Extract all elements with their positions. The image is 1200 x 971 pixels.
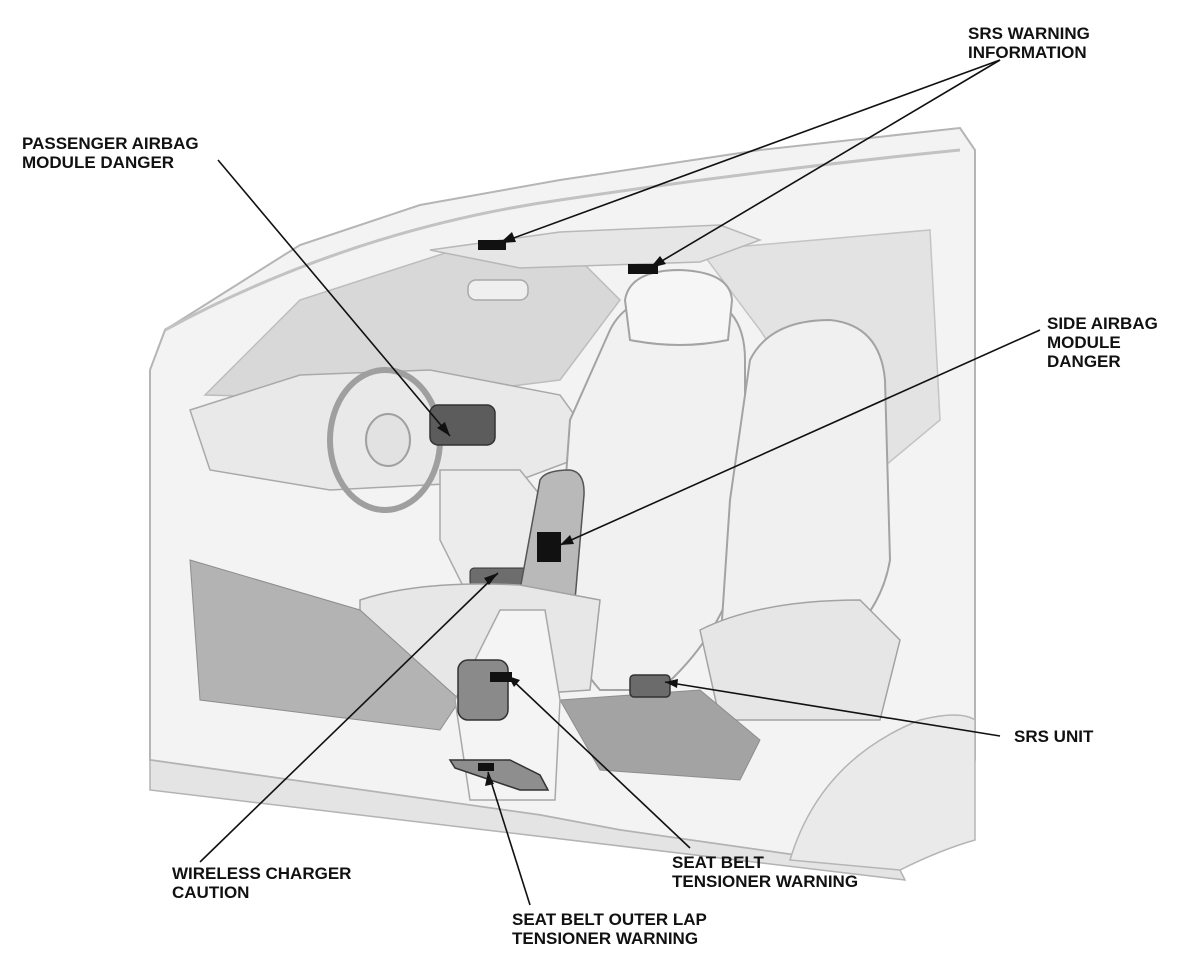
- arrow-seat-belt-tensioner: [508, 676, 520, 687]
- callout-wireless-charger-caution: WIRELESS CHARGER CAUTION: [172, 864, 351, 902]
- front-seat-headrest: [623, 268, 734, 346]
- callout-text-line: INFORMATION: [968, 43, 1087, 62]
- callout-seat-belt-outer-lap-tensioner-warning: SEAT BELT OUTER LAP TENSIONER WARNING: [512, 910, 707, 948]
- floor: [189, 559, 461, 731]
- leader-passenger-airbag: [217, 159, 451, 437]
- srs-label-patch-right: [628, 264, 658, 274]
- callout-text-line: SEAT BELT: [672, 853, 764, 872]
- callout-text-line: TENSIONER WARNING: [512, 929, 699, 948]
- callout-text-line: SRS WARNING: [968, 24, 1090, 43]
- outer-lap-tensioner: [448, 759, 550, 791]
- callout-text-line: MODULE: [1047, 333, 1121, 352]
- callout-text-line: MODULE DANGER: [22, 153, 175, 172]
- arrow-passenger-airbag: [437, 422, 450, 436]
- arrow-srs-unit: [665, 679, 678, 688]
- callout-seat-belt-tensioner-warning: SEAT BELT TENSIONER WARNING: [672, 853, 858, 891]
- callout-text-line: WIRELESS CHARGER: [172, 864, 352, 883]
- side-airbag-label-patch: [537, 532, 561, 562]
- callout-srs-warning-information: SRS WARNING INFORMATION: [968, 24, 1090, 62]
- steering-hub: [365, 413, 411, 467]
- rear-seat-cushion: [699, 599, 901, 721]
- callout-text-line: SRS UNIT: [1014, 727, 1094, 746]
- leader-srs-warning-right: [649, 59, 1001, 269]
- roof-line: [164, 148, 961, 332]
- rear-floor: [559, 689, 761, 781]
- callout-text-line: CAUTION: [172, 883, 250, 902]
- srs-unit: [629, 674, 671, 698]
- leader-seat-belt-tensioner: [507, 675, 691, 849]
- leader-outer-lap: [487, 771, 531, 906]
- seat-belt-tensioner: [457, 659, 509, 721]
- srs-label-patch-left: [478, 240, 506, 250]
- leader-srs-unit: [664, 681, 1001, 737]
- arrow-side-airbag: [560, 535, 574, 545]
- seat-belt-tensioner-patch: [490, 672, 512, 682]
- callout-text-line: DANGER: [1047, 352, 1121, 371]
- arrow-srs-right: [650, 256, 666, 268]
- arrow-outer-lap: [485, 772, 494, 786]
- callout-passenger-airbag-module-danger: PASSENGER AIRBAG MODULE DANGER: [22, 134, 199, 172]
- arrow-srs-left: [500, 232, 516, 243]
- callout-side-airbag-module-danger: SIDE AIRBAG MODULE DANGER: [1047, 314, 1158, 371]
- callout-text-line: SEAT BELT OUTER LAP: [512, 910, 707, 929]
- leader-wireless-charger: [199, 572, 499, 863]
- leader-side-airbag: [559, 329, 1041, 546]
- rear-view-mirror: [467, 279, 529, 301]
- rear-wheel-arch: [789, 714, 976, 871]
- outer-lap-tensioner-patch: [478, 763, 494, 771]
- callout-text-line: SIDE AIRBAG: [1047, 314, 1158, 333]
- arrow-wireless-charger: [484, 573, 498, 585]
- roof-console: [429, 224, 763, 269]
- callout-srs-unit: SRS UNIT: [1014, 727, 1093, 746]
- callout-text-line: TENSIONER WARNING: [672, 872, 859, 891]
- passenger-airbag-module: [429, 404, 496, 446]
- callout-text-line: PASSENGER AIRBAG: [22, 134, 199, 153]
- leader-srs-warning-left: [499, 59, 1001, 244]
